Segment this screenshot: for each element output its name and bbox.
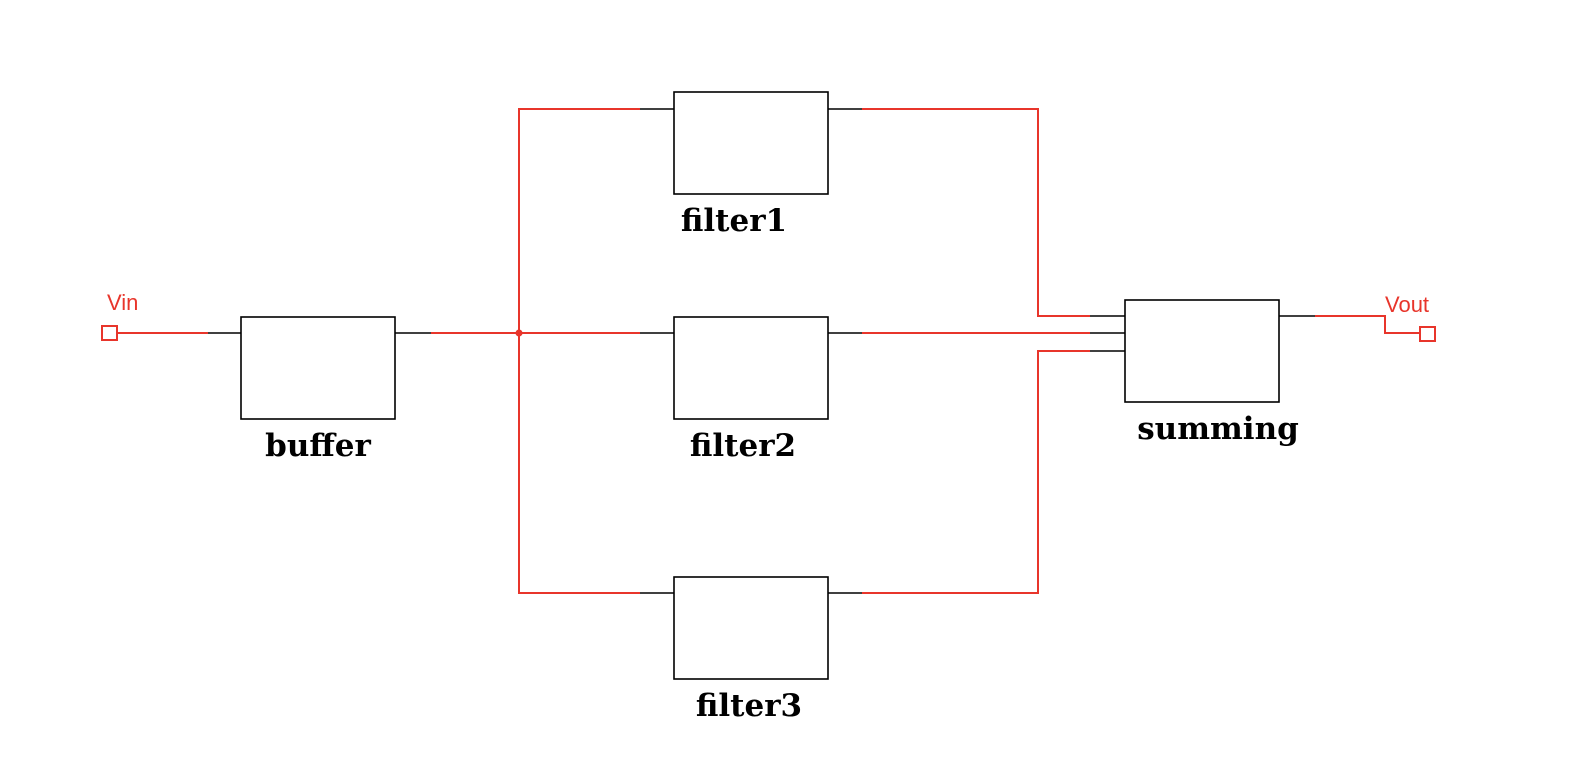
buffer-label: buffer — [265, 428, 371, 464]
junction-node — [515, 329, 523, 337]
filter1-block[interactable]: filter1 — [673, 91, 829, 239]
filter2-label: filter2 — [690, 428, 796, 464]
wire-node-to-filter3 — [518, 333, 640, 594]
wire-node-to-filter1 — [518, 108, 640, 333]
signal-wires — [117, 108, 1420, 594]
vin-label: Vin — [107, 290, 138, 315]
wire-filter3-to-summing — [862, 350, 1090, 594]
vout-label: Vout — [1385, 292, 1429, 317]
wire-summing-to-vout — [1315, 315, 1420, 334]
filter1-label: filter1 — [681, 203, 787, 239]
vin-port[interactable]: Vin — [101, 290, 138, 341]
vout-port-terminal[interactable] — [1419, 326, 1436, 342]
vin-port-terminal[interactable] — [101, 325, 118, 341]
summing-label: summing — [1137, 411, 1299, 447]
filter3-label: filter3 — [696, 688, 802, 724]
pin-stubs — [208, 108, 1315, 594]
vout-port[interactable]: Vout — [1385, 292, 1436, 342]
filter3-block[interactable]: filter3 — [673, 576, 829, 724]
wire-filter1-to-summing — [862, 108, 1090, 317]
buffer-block[interactable]: buffer — [240, 316, 396, 464]
summing-block[interactable]: summing — [1124, 299, 1299, 447]
filter2-block[interactable]: filter2 — [673, 316, 829, 464]
